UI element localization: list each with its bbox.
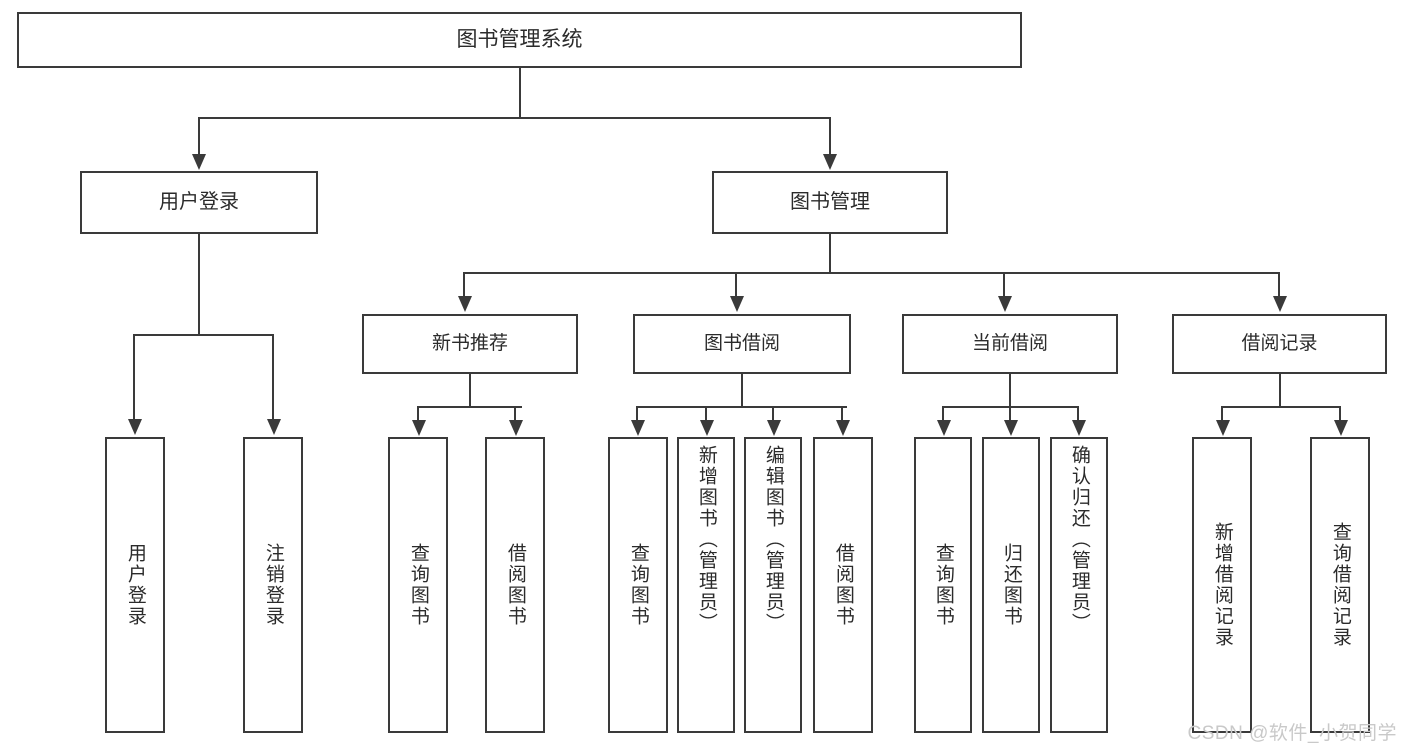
- connector-new-book-bar: [417, 406, 522, 408]
- arrow-br-to-leaf-2: [1334, 420, 1348, 436]
- node-label: 图书借阅: [703, 333, 780, 355]
- leaf-logout[interactable]: 注销登录: [243, 437, 303, 733]
- connector-bb-to-leaf-2: [705, 406, 707, 421]
- node-label: 编辑图书（管理员）: [762, 445, 784, 634]
- connector-book-management-bar: [463, 272, 1280, 274]
- connector-br-to-leaf-1: [1221, 406, 1223, 421]
- node-label: 用户登录: [124, 543, 146, 627]
- arrow-bm-to-new-book: [458, 296, 472, 312]
- arrow-user-login-to-leaf-2: [267, 419, 281, 435]
- node-label: 新增借阅记录: [1211, 522, 1233, 648]
- connector-root-to-book-management: [829, 117, 831, 157]
- connector-user-login-stem: [198, 234, 200, 336]
- node-label: 确认归还（管理员）: [1068, 445, 1090, 634]
- leaf-edit-book[interactable]: 编辑图书（管理员）: [744, 437, 802, 733]
- node-label: 借阅图书: [832, 543, 854, 627]
- connector-bb-to-leaf-4: [841, 406, 843, 421]
- leaf-query-record[interactable]: 查询借阅记录: [1310, 437, 1370, 733]
- leaf-borrow-book-2[interactable]: 借阅图书: [813, 437, 873, 733]
- connector-book-borrow-stem: [741, 374, 743, 408]
- node-label: 归还图书: [1000, 543, 1022, 627]
- node-label: 查询图书: [627, 543, 649, 627]
- leaf-confirm-return[interactable]: 确认归还（管理员）: [1050, 437, 1108, 733]
- arrow-user-login-to-leaf-1: [128, 419, 142, 435]
- connector-root-to-user-login: [198, 117, 200, 157]
- connector-borrow-record-bar: [1221, 406, 1341, 408]
- node-current-borrow[interactable]: 当前借阅: [902, 314, 1118, 374]
- node-label: 用户登录: [159, 191, 239, 213]
- arrow-bb-to-leaf-1: [631, 420, 645, 436]
- arrow-bm-to-book-borrow: [730, 296, 744, 312]
- leaf-add-record[interactable]: 新增借阅记录: [1192, 437, 1252, 733]
- node-label: 注销登录: [262, 543, 284, 627]
- node-borrow-record[interactable]: 借阅记录: [1172, 314, 1387, 374]
- node-label: 图书管理系统: [456, 27, 583, 51]
- arrow-bm-to-borrow-record: [1273, 296, 1287, 312]
- node-label: 借阅记录: [1241, 333, 1318, 355]
- node-label: 借阅图书: [504, 543, 526, 627]
- arrow-br-to-leaf-1: [1216, 420, 1230, 436]
- connector-cb-to-leaf-2: [1009, 406, 1011, 421]
- connector-bm-to-new-book: [463, 272, 465, 297]
- connector-new-book-to-leaf-1: [417, 406, 419, 421]
- connector-new-book-stem: [469, 374, 471, 408]
- arrow-new-book-to-leaf-2: [509, 420, 523, 436]
- connector-bb-to-leaf-1: [636, 406, 638, 421]
- connector-borrow-record-stem: [1279, 374, 1281, 408]
- node-label: 新增图书（管理员）: [695, 445, 717, 634]
- connector-book-management-stem: [829, 234, 831, 274]
- node-root-system[interactable]: 图书管理系统: [17, 12, 1022, 68]
- connector-current-borrow-stem: [1009, 374, 1011, 408]
- leaf-query-book-3[interactable]: 查询图书: [914, 437, 972, 733]
- arrow-cb-to-leaf-1: [937, 420, 951, 436]
- leaf-query-book-2[interactable]: 查询图书: [608, 437, 668, 733]
- connector-new-book-to-leaf-2: [514, 406, 516, 421]
- connector-user-login-to-leaf-2: [272, 334, 274, 420]
- node-label: 查询图书: [932, 543, 954, 627]
- node-label: 查询图书: [407, 543, 429, 627]
- node-new-book-recommend[interactable]: 新书推荐: [362, 314, 578, 374]
- leaf-borrow-book-1[interactable]: 借阅图书: [485, 437, 545, 733]
- arrow-cb-to-leaf-3: [1072, 420, 1086, 436]
- arrow-bb-to-leaf-2: [700, 420, 714, 436]
- connector-user-login-bar: [133, 334, 274, 336]
- connector-cb-to-leaf-1: [942, 406, 944, 421]
- arrow-new-book-to-leaf-1: [412, 420, 426, 436]
- leaf-add-book[interactable]: 新增图书（管理员）: [677, 437, 735, 733]
- arrow-root-to-book-management: [823, 154, 837, 170]
- connector-book-borrow-bar: [636, 406, 847, 408]
- connector-cb-to-leaf-3: [1077, 406, 1079, 421]
- node-label: 新书推荐: [431, 333, 508, 355]
- connector-bm-to-borrow-record: [1278, 272, 1280, 297]
- leaf-return-book[interactable]: 归还图书: [982, 437, 1040, 733]
- arrow-root-to-user-login: [192, 154, 206, 170]
- arrow-cb-to-leaf-2: [1004, 420, 1018, 436]
- node-book-borrow[interactable]: 图书借阅: [633, 314, 851, 374]
- leaf-user-login[interactable]: 用户登录: [105, 437, 165, 733]
- node-user-login[interactable]: 用户登录: [80, 171, 318, 234]
- arrow-bm-to-current-borrow: [998, 296, 1012, 312]
- connector-bb-to-leaf-3: [772, 406, 774, 421]
- node-label: 查询借阅记录: [1329, 522, 1351, 648]
- connector-root-stem: [519, 68, 521, 118]
- connector-user-login-to-leaf-1: [133, 334, 135, 420]
- node-book-management[interactable]: 图书管理: [712, 171, 948, 234]
- leaf-query-book-1[interactable]: 查询图书: [388, 437, 448, 733]
- arrow-bb-to-leaf-4: [836, 420, 850, 436]
- connector-bm-to-current-borrow: [1003, 272, 1005, 297]
- node-label: 当前借阅: [971, 333, 1048, 355]
- connector-br-to-leaf-2: [1339, 406, 1341, 421]
- connector-bm-to-book-borrow: [735, 272, 737, 297]
- node-label: 图书管理: [790, 191, 870, 213]
- arrow-bb-to-leaf-3: [767, 420, 781, 436]
- connector-root-bar: [198, 117, 831, 119]
